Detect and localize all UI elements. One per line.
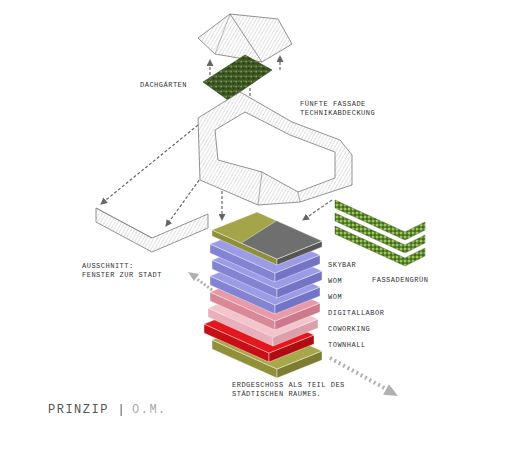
part-label: DACHGÄRTEN (140, 81, 187, 90)
floor-label: TOWNHALL (328, 341, 366, 350)
building-stack (204, 212, 322, 378)
note-label: ERDGESCHOSS ALS TEIL DES STÄDTISCHEN RAU… (232, 381, 354, 399)
floor-label: COWORKING (328, 325, 370, 334)
facade-greenery (335, 200, 425, 266)
fifth-facade-shell (198, 92, 352, 205)
subtitle: O.M. (132, 403, 167, 417)
part-label: AUSSCHNITT: FENSTER ZUR STADT (82, 262, 168, 280)
floor-label: SKYBAR (328, 261, 356, 270)
part-label: FÜNFTE FASSADE TECHNIKABDECKUNG (300, 100, 380, 118)
grey-arrows (188, 272, 398, 396)
part-label: FASSADENGRÜN (372, 276, 428, 285)
floor-label: DIGITALLABOR (328, 309, 384, 318)
floor-label: WOM (328, 293, 342, 302)
cutout-piece (96, 208, 208, 252)
diagram-title: PRINZIP | (48, 403, 126, 417)
floor-label: WOM (328, 277, 342, 286)
